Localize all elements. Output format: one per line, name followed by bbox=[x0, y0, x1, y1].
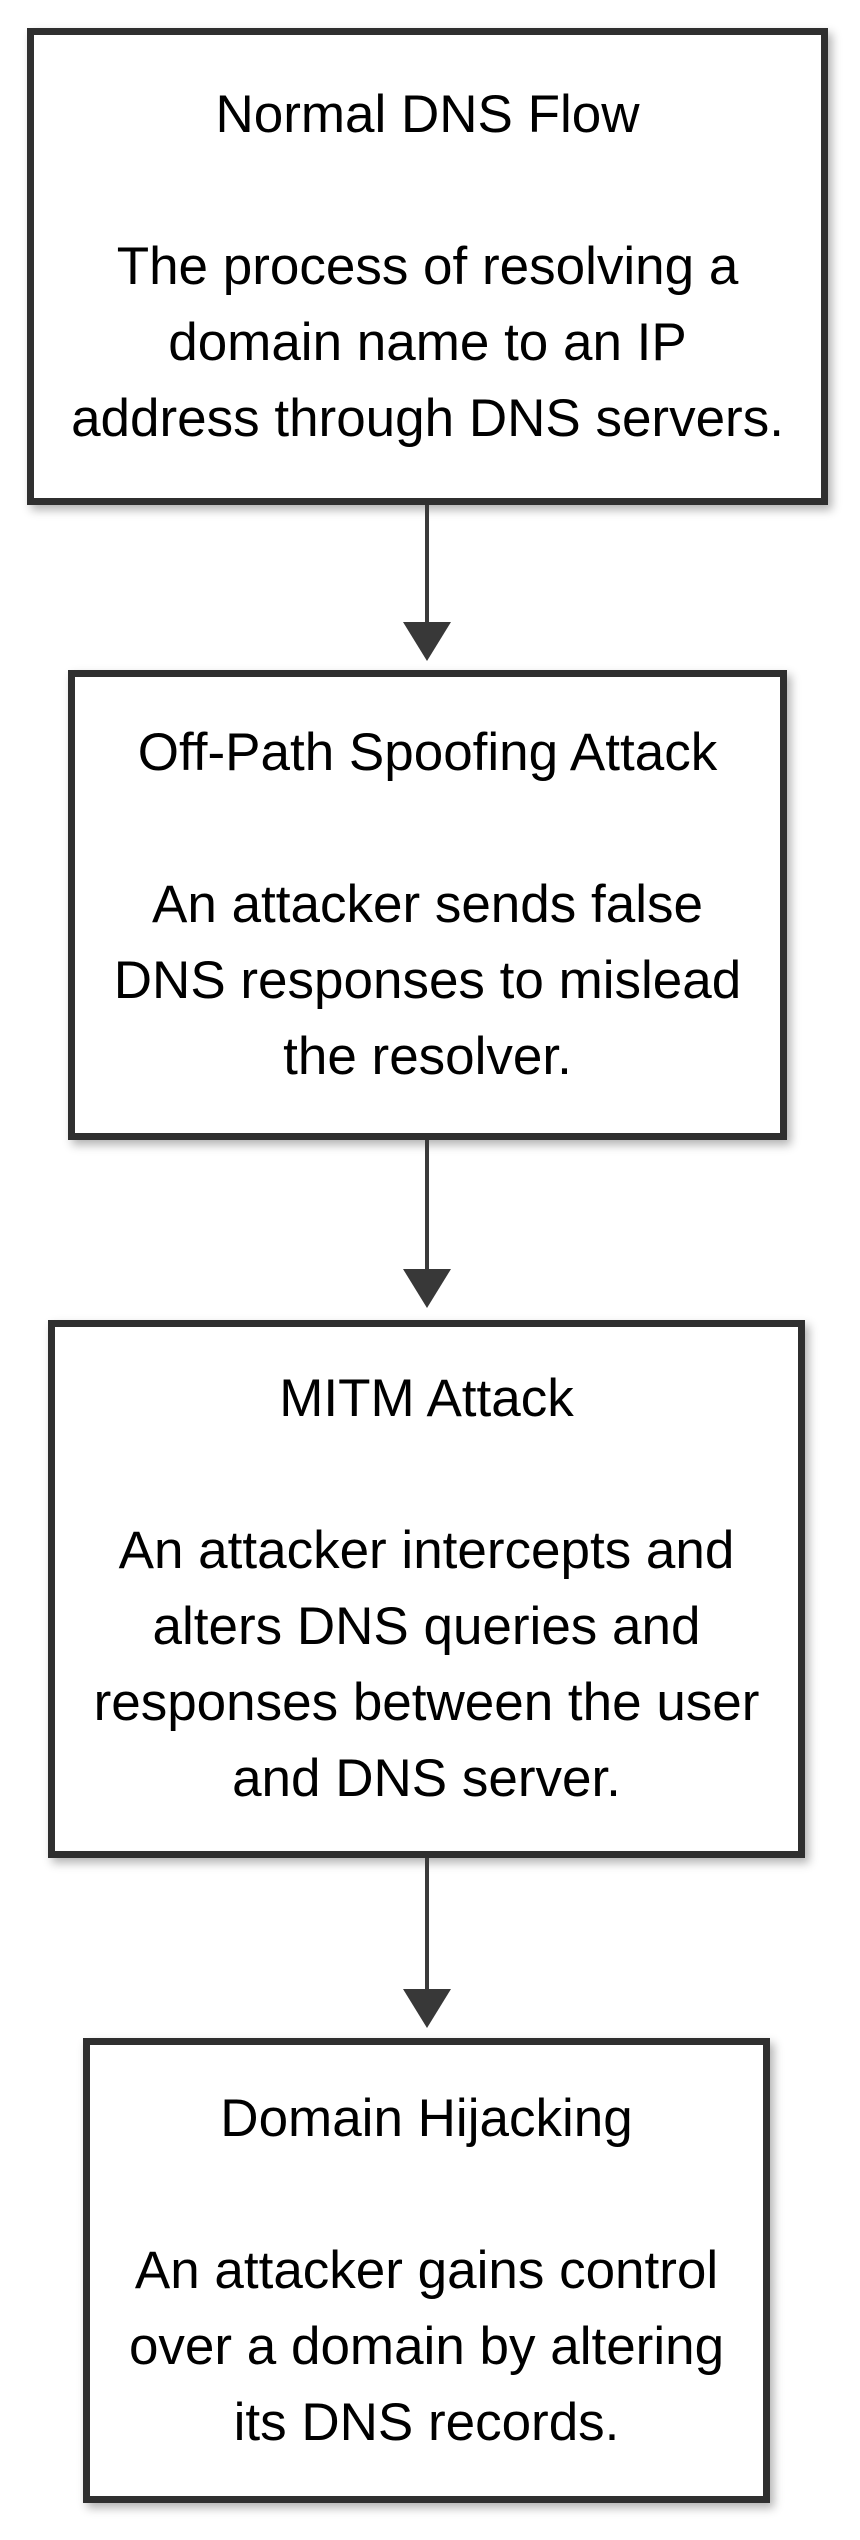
node-title: Off-Path Spoofing Attack bbox=[137, 723, 718, 782]
node-description: The process of resolving a domain name t… bbox=[71, 236, 784, 448]
flow-node-mitm-attack: MITM Attack An attacker intercepts and a… bbox=[48, 1320, 805, 1858]
node-description: An attacker gains control over a domain … bbox=[128, 2240, 725, 2452]
node-description: An attacker intercepts and alters DNS qu… bbox=[93, 1521, 760, 1808]
arrow-line bbox=[425, 1140, 429, 1272]
node-title: Normal DNS Flow bbox=[215, 84, 640, 144]
arrow-line bbox=[425, 1858, 429, 1992]
node-title: MITM Attack bbox=[279, 1369, 574, 1428]
arrow-line bbox=[425, 505, 429, 625]
flow-node-normal-dns-flow: Normal DNS Flow The process of resolving… bbox=[27, 28, 828, 505]
arrowhead-down-icon bbox=[403, 1269, 451, 1308]
node-description: An attacker sends false DNS responses to… bbox=[113, 875, 742, 1086]
flow-node-offpath-spoofing-attack: Off-Path Spoofing Attack An attacker sen… bbox=[68, 670, 787, 1140]
arrowhead-down-icon bbox=[403, 622, 451, 661]
node-title: Domain Hijacking bbox=[220, 2088, 633, 2148]
flow-node-domain-hijacking: Domain Hijacking An attacker gains contr… bbox=[83, 2038, 770, 2503]
arrowhead-down-icon bbox=[403, 1989, 451, 2028]
